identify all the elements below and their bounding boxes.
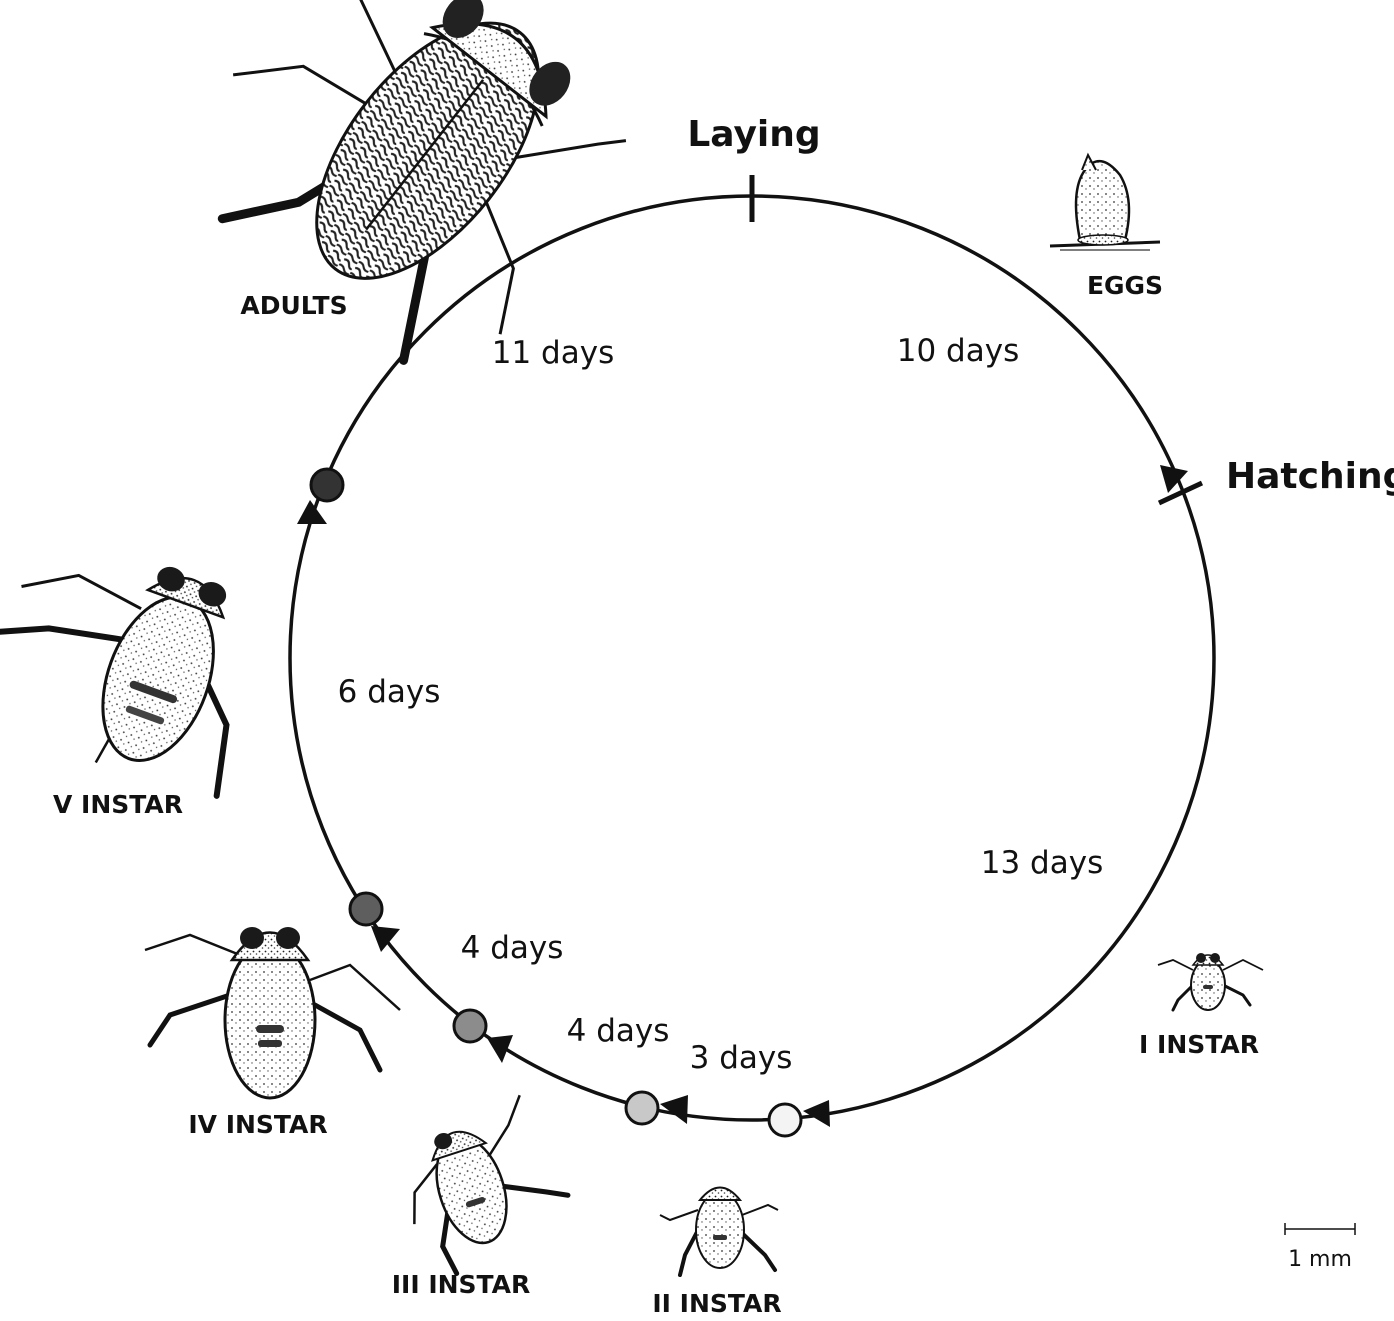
- molt-marker-instar-1-to-2: [767, 1102, 803, 1138]
- hatching-arrow: [1160, 465, 1188, 493]
- duration-instar-4: 4 days: [461, 930, 564, 966]
- stage-label-instar-4: IV INSTAR: [188, 1110, 327, 1139]
- duration-instar-1: 13 days: [981, 845, 1103, 881]
- instar-1-illustration: [1157, 953, 1264, 1012]
- arrow-to-adult-molt: [297, 500, 327, 524]
- instar-3-illustration: [413, 1094, 571, 1276]
- arrow-to-instar-2-molt: [803, 1100, 830, 1127]
- arrow-to-instar-5-molt: [371, 926, 400, 952]
- instar-5-illustration: [0, 566, 230, 799]
- egg-illustration: [1049, 152, 1161, 251]
- stage-label-eggs: EGGS: [1087, 271, 1163, 300]
- stage-label-instar-2: II INSTAR: [652, 1289, 781, 1316]
- scale-bar-label: 1 mm: [1288, 1247, 1352, 1272]
- stage-label-instar-1: I INSTAR: [1139, 1030, 1259, 1059]
- hatching-label: Hatching: [1226, 456, 1394, 497]
- stage-label-instar-5: V INSTAR: [53, 790, 183, 819]
- instar-2-illustration: [659, 1186, 779, 1277]
- arrow-to-instar-4-molt: [487, 1035, 513, 1063]
- instar-4-illustration: [144, 927, 401, 1100]
- duration-adults: 11 days: [492, 335, 614, 371]
- duration-eggs: 10 days: [897, 333, 1019, 369]
- molt-marker-instar-5-to-adult: [309, 467, 345, 503]
- hatching-tick: [1157, 480, 1204, 506]
- adult-illustration: [217, 0, 627, 365]
- duration-instar-3: 4 days: [567, 1013, 670, 1049]
- molt-marker-instar-2-to-3: [624, 1090, 660, 1126]
- duration-instar-5: 6 days: [338, 674, 441, 710]
- duration-instar-2: 3 days: [690, 1040, 793, 1076]
- cycle-circle: [288, 194, 1216, 1122]
- stage-label-adults: ADULTS: [240, 291, 347, 320]
- molt-marker-instar-3-to-4: [452, 1008, 488, 1044]
- laying-label: Laying: [687, 114, 820, 155]
- scale-bar: 1 mm: [1284, 1223, 1356, 1272]
- stage-label-instar-3: III INSTAR: [392, 1270, 531, 1299]
- arrow-to-instar-3-molt: [660, 1095, 688, 1124]
- molt-marker-instar-4-to-5: [348, 891, 384, 927]
